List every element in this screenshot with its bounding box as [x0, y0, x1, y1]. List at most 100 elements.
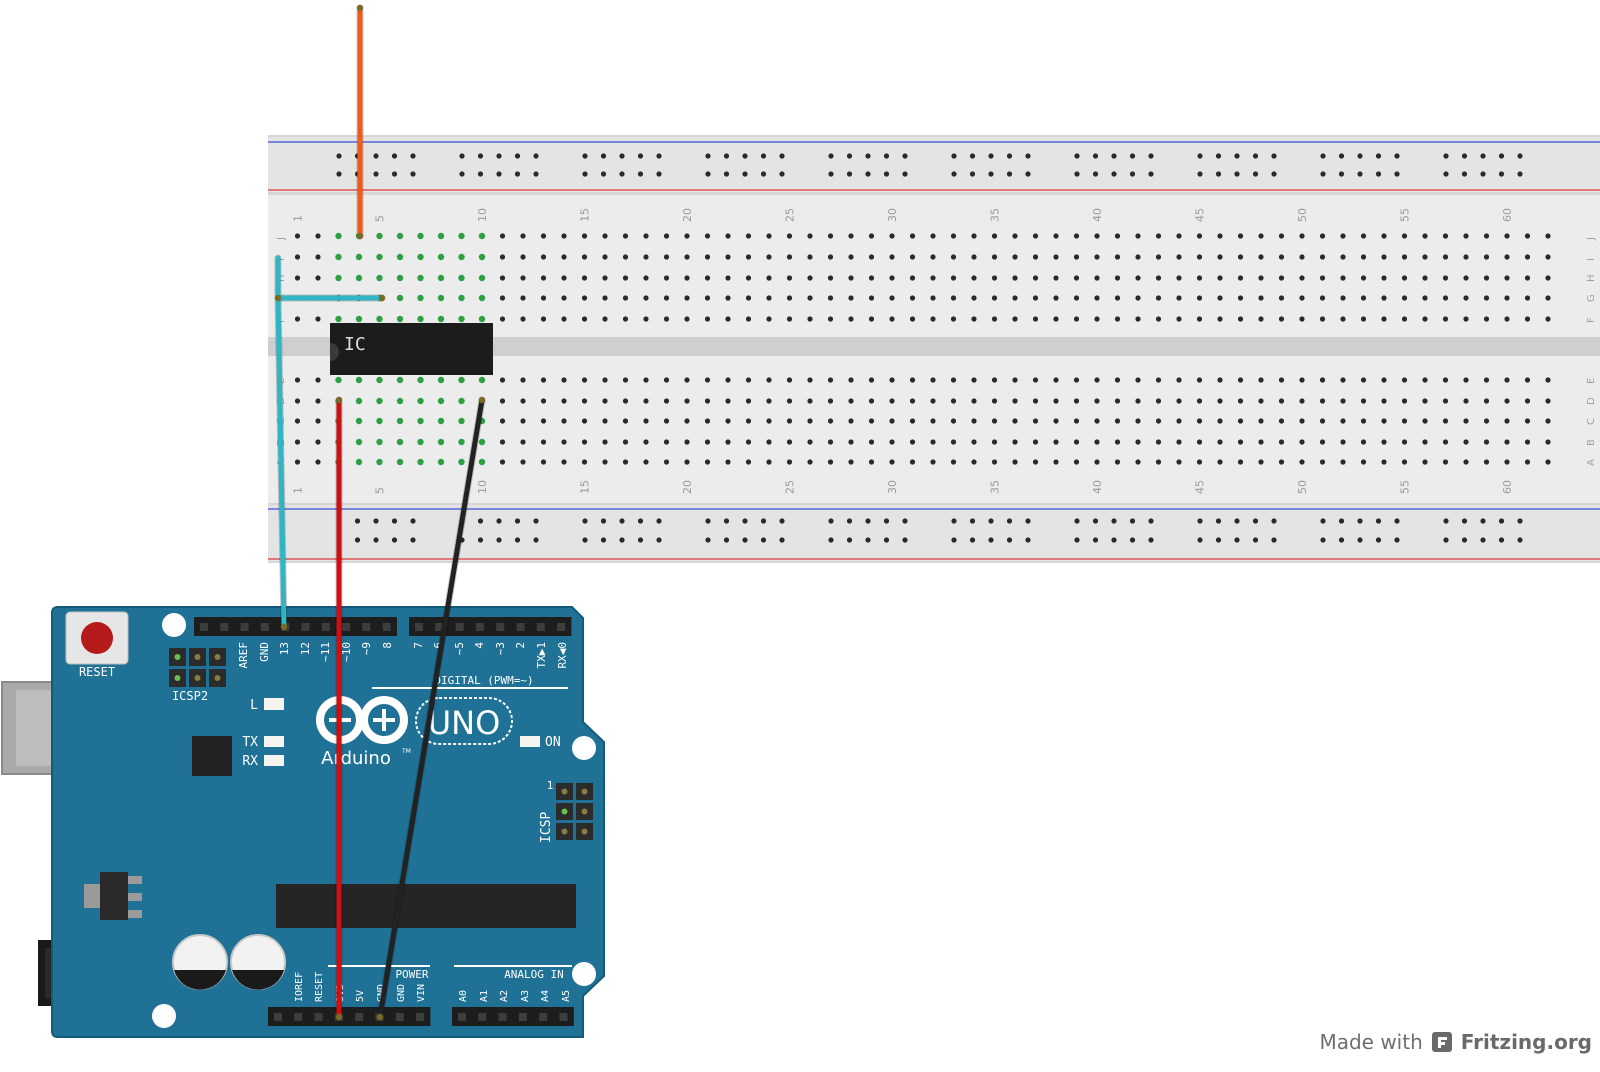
breadboard-hole	[1114, 439, 1121, 445]
rail-hole	[619, 153, 625, 159]
breadboard-hole	[1422, 233, 1428, 239]
rail-hole	[410, 171, 416, 177]
breadboard-hole	[520, 459, 526, 465]
connected-hole	[417, 397, 424, 405]
digital-label: DIGITAL (PWM=~)	[434, 674, 533, 687]
breadboard-hole	[1524, 316, 1531, 322]
rail-hole	[865, 171, 871, 177]
breadboard-hole	[315, 398, 321, 404]
rail-hole	[582, 518, 588, 524]
breadboard-hole	[1237, 316, 1244, 322]
breadboard-hole	[868, 418, 875, 424]
breadboard-hole	[1032, 233, 1039, 239]
rail-hole	[582, 537, 588, 543]
breadboard-hole	[499, 377, 506, 383]
rail-hole	[1092, 153, 1099, 159]
breadboard-hole	[1545, 439, 1551, 445]
header-socket	[240, 623, 249, 631]
breadboard-hole	[950, 316, 957, 322]
rail-hole	[988, 518, 994, 524]
rail-hole	[1234, 537, 1240, 543]
breadboard-hole	[991, 275, 998, 281]
breadboard-hole	[991, 459, 998, 465]
breadboard-hole	[848, 398, 854, 404]
header-socket	[274, 1013, 282, 1021]
breadboard-hole	[602, 439, 608, 445]
breadboard-hole	[1422, 398, 1428, 404]
breadboard-hole	[1217, 275, 1223, 281]
breadboard-hole	[786, 275, 793, 281]
breadboard-hole	[1176, 459, 1182, 465]
breadboard-hole	[909, 398, 916, 404]
breadboard-hole	[1504, 295, 1510, 301]
breadboard-hole	[1299, 295, 1305, 301]
wire-endpoint	[274, 294, 282, 302]
breadboard-hole	[1524, 295, 1531, 301]
led-tx	[264, 736, 284, 747]
rail-hole	[1111, 537, 1117, 543]
connected-hole	[437, 417, 445, 425]
breadboard-hole	[1524, 275, 1531, 281]
icsp2-pin-dot	[194, 654, 201, 660]
connected-hole	[355, 458, 363, 466]
breadboard-hole	[1237, 418, 1244, 424]
connected-hole	[376, 438, 383, 446]
breadboard-hole	[971, 295, 977, 301]
breadboard-hole	[499, 295, 506, 301]
rail-hole	[1234, 153, 1240, 159]
rail-hole	[1394, 153, 1400, 159]
breadboard-hole	[1278, 439, 1285, 445]
breadboard-hole	[1012, 459, 1018, 465]
breadboard-hole	[684, 418, 690, 424]
breadboard-hole	[807, 316, 813, 322]
connected-hole	[478, 294, 486, 302]
breadboard-hole	[1483, 254, 1490, 260]
breadboard-hole	[643, 254, 649, 260]
rail-hole	[1197, 537, 1203, 543]
icsp2-pin-dot	[214, 675, 221, 681]
breadboard-hole	[1340, 316, 1346, 322]
connected-hole	[396, 253, 404, 261]
breadboard-hole	[1442, 295, 1449, 301]
breadboard-hole	[1299, 377, 1305, 383]
rail-hole	[410, 153, 416, 159]
breadboard-hole	[684, 439, 690, 445]
rail-hole	[760, 537, 767, 543]
breadboard-hole	[1237, 254, 1244, 260]
breadboard-hole	[848, 459, 854, 465]
breadboard-hole	[1073, 418, 1080, 424]
rail-hole	[846, 171, 853, 177]
breadboard-hole	[499, 254, 506, 260]
column-number-bottom: 20	[681, 480, 694, 494]
breadboard-hole	[827, 275, 834, 281]
breadboard-hole	[1012, 418, 1018, 424]
breadboard-hole	[971, 316, 977, 322]
rail-hole	[988, 153, 994, 159]
breadboard-hole	[848, 275, 854, 281]
breadboard-hole	[1299, 418, 1305, 424]
rail-hole	[902, 518, 908, 524]
rail-hole	[1092, 171, 1099, 177]
breadboard-hole	[807, 377, 813, 383]
breadboard-hole	[1381, 377, 1387, 383]
digital-pin-label: 2	[514, 642, 527, 649]
regulator-pin	[128, 910, 142, 918]
breadboard-hole	[1299, 316, 1305, 322]
breadboard-hole	[1114, 316, 1121, 322]
breadboard-hole	[848, 254, 854, 260]
rail-hole	[656, 171, 662, 177]
breadboard-hole	[540, 459, 547, 465]
breadboard-hole	[1135, 275, 1141, 281]
connected-hole	[458, 376, 465, 384]
rail-hole	[391, 171, 398, 177]
rail-hole	[477, 153, 484, 159]
breadboard-hole	[725, 316, 731, 322]
breadboard-hole	[991, 377, 998, 383]
header-socket	[435, 623, 444, 631]
breadboard-hole	[1278, 275, 1285, 281]
connected-hole	[437, 458, 445, 466]
breadboard-hole	[663, 459, 670, 465]
breadboard-hole	[766, 275, 772, 281]
rail-hole	[459, 153, 465, 159]
column-number-top: 5	[374, 215, 387, 222]
